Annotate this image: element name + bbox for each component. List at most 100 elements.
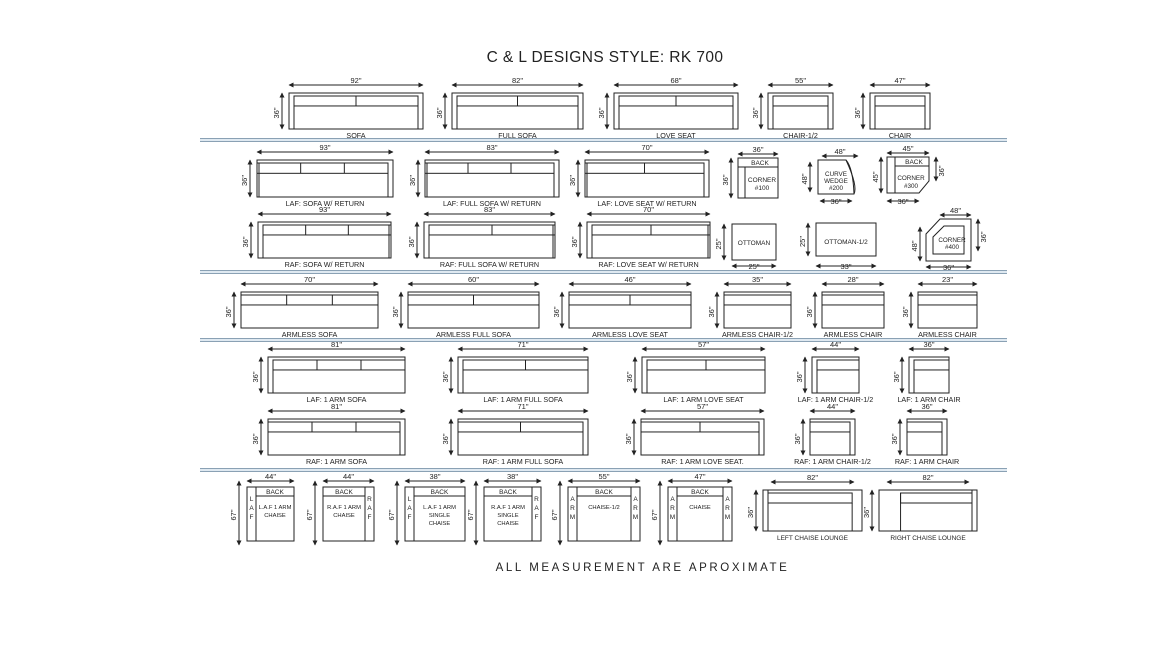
width-dimension: 68"	[670, 76, 681, 85]
sofa-outline	[407, 291, 540, 329]
depth-dimension: 36"	[407, 236, 416, 247]
depth-dimension: 36"	[746, 507, 755, 518]
sofa-outline	[767, 92, 834, 130]
piece-label: CORNER	[748, 177, 776, 184]
depth-dimension: 48"	[910, 240, 919, 251]
side-letter: R	[633, 505, 638, 512]
depth-dimension: 36"	[853, 107, 862, 118]
piece-label: #200	[829, 185, 844, 192]
width-dimension: 33"	[840, 262, 851, 271]
depth-dimension: 67"	[466, 509, 475, 520]
width-dimension: 47"	[894, 76, 905, 85]
piece-label: CHAISE	[689, 505, 711, 511]
sofa-outline	[568, 291, 692, 329]
ottoman-outline	[731, 223, 777, 261]
back-cushion	[723, 294, 792, 306]
piece-laf-sofa-return: 93"36"LAF: SOFA W/ RETURN	[240, 143, 394, 208]
side-letter: A	[407, 505, 412, 512]
width-dimension: 44"	[343, 472, 354, 481]
depth-dimension: 67"	[387, 509, 396, 520]
back-label: BACK	[595, 489, 613, 496]
width-dimension: 44"	[827, 402, 838, 411]
depth-dimension: 36"	[441, 371, 450, 382]
width-dimension: 36"	[943, 263, 954, 272]
depth-dimension: 45"	[871, 171, 880, 182]
piece-raf-1arm-chair: 36"36"RAF: 1 ARM CHAIR	[890, 402, 959, 466]
piece-label: CHAISE-1/2	[588, 505, 620, 511]
back-strip	[737, 157, 779, 168]
back-cushion	[821, 294, 885, 306]
back-cushion	[772, 95, 829, 107]
depth-dimension: 67"	[305, 509, 314, 520]
piece-laf-love-return: 70"36"LAF: LOVE SEAT W/ RETURN	[568, 143, 710, 208]
piece-label: RAF: LOVE SEAT W/ RETURN	[598, 260, 698, 269]
width-dimension: 45"	[902, 144, 913, 153]
sofa-outline	[811, 356, 860, 394]
piece-label: OTTOMAN	[738, 240, 771, 247]
side-letter: R	[367, 496, 372, 503]
depth-dimension: 36"	[892, 371, 901, 382]
back-cushion	[900, 492, 973, 504]
width-dimension: 48"	[950, 206, 961, 215]
depth-dimension: 67"	[550, 509, 559, 520]
piece-label: LOVE SEAT	[656, 131, 696, 140]
depth-dimension: 36"	[224, 306, 233, 317]
side-letter: A	[249, 505, 254, 512]
back-strip	[413, 486, 466, 497]
sofa-outline	[240, 291, 379, 329]
width-dimension: 60"	[468, 275, 479, 284]
width-dimension: 44"	[265, 472, 276, 481]
depth-dimension: 36"	[251, 371, 260, 382]
back-strip	[255, 486, 295, 497]
piece-raf-1arm-full: 71"36"RAF: 1 ARM FULL SOFA	[441, 402, 589, 466]
row-separator	[200, 338, 1007, 342]
back-cushion	[262, 224, 392, 236]
row-separator	[200, 468, 1007, 472]
piece-label: ARMLESS CHAIR-1/2	[722, 330, 793, 339]
width-dimension: 55"	[795, 76, 806, 85]
sofa-outline	[640, 418, 765, 456]
side-letter: A	[534, 505, 539, 512]
width-dimension: 25"	[748, 262, 759, 271]
piece-label: ARMLESS CHAIR	[918, 330, 977, 339]
piece-label: RAF: 1 ARM FULL SOFA	[483, 457, 564, 466]
side-letter: F	[535, 514, 539, 521]
back-label: BACK	[266, 489, 284, 496]
piece-raf-full-return: 83"36"RAF: FULL SOFA W/ RETURN	[407, 205, 556, 269]
sofa-outline	[641, 356, 766, 394]
sofa-outline	[424, 159, 560, 198]
piece-label: SINGLE	[429, 513, 450, 519]
side-letter: M	[725, 514, 730, 521]
piece-laf-1arm-love: 57"36"LAF: 1 ARM LOVE SEAT	[625, 340, 766, 404]
back-label: BACK	[691, 489, 709, 496]
sofa-outline	[908, 356, 950, 394]
depth-dimension: 36"	[391, 306, 400, 317]
width-dimension: 38"	[429, 472, 440, 481]
width-dimension: 70"	[643, 205, 654, 214]
piece-label: CHAIR-1/2	[783, 131, 818, 140]
row-separator	[200, 270, 1007, 274]
side-letter: F	[408, 514, 412, 521]
depth-dimension: 36"	[890, 433, 899, 444]
back-cushion	[272, 359, 406, 371]
arm-strip	[762, 489, 769, 532]
piece-label: LAF: 1 ARM SOFA	[307, 395, 367, 404]
side-letter: R	[534, 496, 539, 503]
piece-raf-1arm-chair-half: 44"36"RAF: 1 ARM CHAIR-1/2	[793, 402, 871, 466]
width-dimension: 70"	[304, 275, 315, 284]
back-strip	[676, 486, 724, 497]
depth-dimension: 36"	[979, 231, 988, 242]
piece-left-chaise-lounge: 82"36"LEFT CHAISE LOUNGE	[746, 473, 863, 542]
piece-sofa: 92"36"SOFA	[272, 76, 424, 140]
sofa-outline	[288, 92, 424, 130]
width-dimension: 38"	[507, 472, 518, 481]
piece-raf-1arm-sofa: 81"36"RAF: 1 ARM SOFA	[251, 402, 406, 466]
